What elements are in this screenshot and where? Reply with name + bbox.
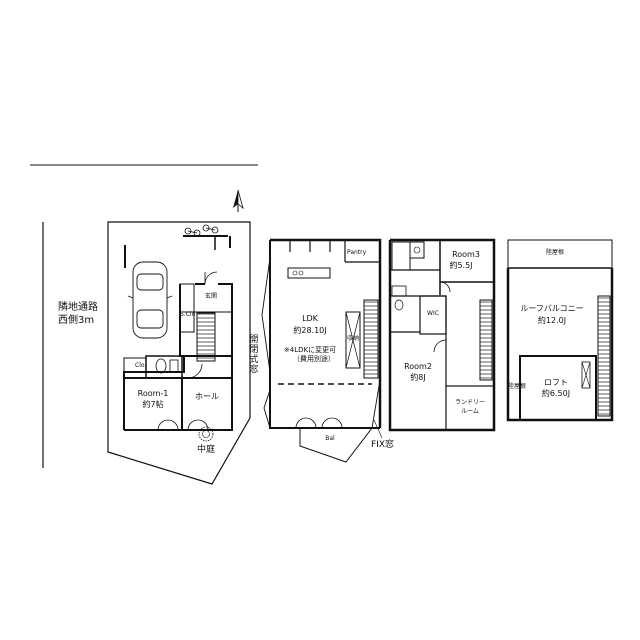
floor1-stairs xyxy=(196,312,216,362)
hall-label: ホール xyxy=(195,392,219,401)
roof-balcony-name: ルーフバルコニー xyxy=(520,304,584,313)
laundry-label-line1: ランドリー xyxy=(454,399,486,406)
laundry-label-line2: ルーム xyxy=(461,408,479,415)
road-label-line2: 西側3m xyxy=(58,315,95,326)
room2-name: Room2 xyxy=(404,362,432,371)
bicycle-icon xyxy=(184,224,219,237)
entrance-label: 玄関 xyxy=(205,293,218,300)
pantry-label: Pantry xyxy=(347,249,367,256)
roof-side-label: 陸屋根 xyxy=(508,383,527,390)
wic-label: WIC xyxy=(427,310,439,317)
room3-name: Room3 xyxy=(452,250,480,259)
ldk-note-line2: （費用別途） xyxy=(293,355,335,363)
storage-label: 収納 xyxy=(347,335,360,342)
room1-size: 約7帖 xyxy=(142,400,164,409)
floor1-site-boundary xyxy=(107,221,251,485)
roof-label: 陸屋根 xyxy=(545,249,565,256)
closet-label: Clo. xyxy=(135,362,147,369)
room2-size: 約8J xyxy=(410,373,426,382)
north-arrow-icon xyxy=(233,189,244,212)
road-label-line1: 隣地通路 xyxy=(58,302,98,313)
courtyard-label: 中庭 xyxy=(196,445,216,455)
floor3-stairs xyxy=(479,299,493,381)
opening-window-label: 開閉式窓 xyxy=(247,334,258,374)
loft-size: 約6.50J xyxy=(541,389,571,398)
ldk-note-line1: ※4LDKに変更可 xyxy=(283,346,337,354)
floor2-stairs xyxy=(363,299,379,379)
floor4-stairs xyxy=(597,295,611,417)
fix-window-label: FIX窓 xyxy=(371,440,394,450)
kitchen-counter xyxy=(287,267,331,279)
shoe-closet-label: S.Clo xyxy=(180,311,196,318)
floor1-plan xyxy=(107,221,251,485)
floor4-plan xyxy=(506,239,614,422)
room3-size: 約5.5J xyxy=(449,261,473,270)
floor3-plan xyxy=(388,238,496,432)
loft-name: ロフト xyxy=(544,378,568,387)
roof-balcony-size: 約12.0J xyxy=(537,316,567,325)
room1-name: Room-1 xyxy=(137,389,169,398)
ldk-size: 約28.10J xyxy=(293,326,327,335)
floor2-plan xyxy=(261,238,383,463)
balcony-label: Bal xyxy=(325,435,335,442)
balcony-outline xyxy=(299,427,374,463)
tree-icon xyxy=(198,426,214,442)
car-icon xyxy=(127,261,173,339)
ldk-name: LDK xyxy=(302,314,318,323)
